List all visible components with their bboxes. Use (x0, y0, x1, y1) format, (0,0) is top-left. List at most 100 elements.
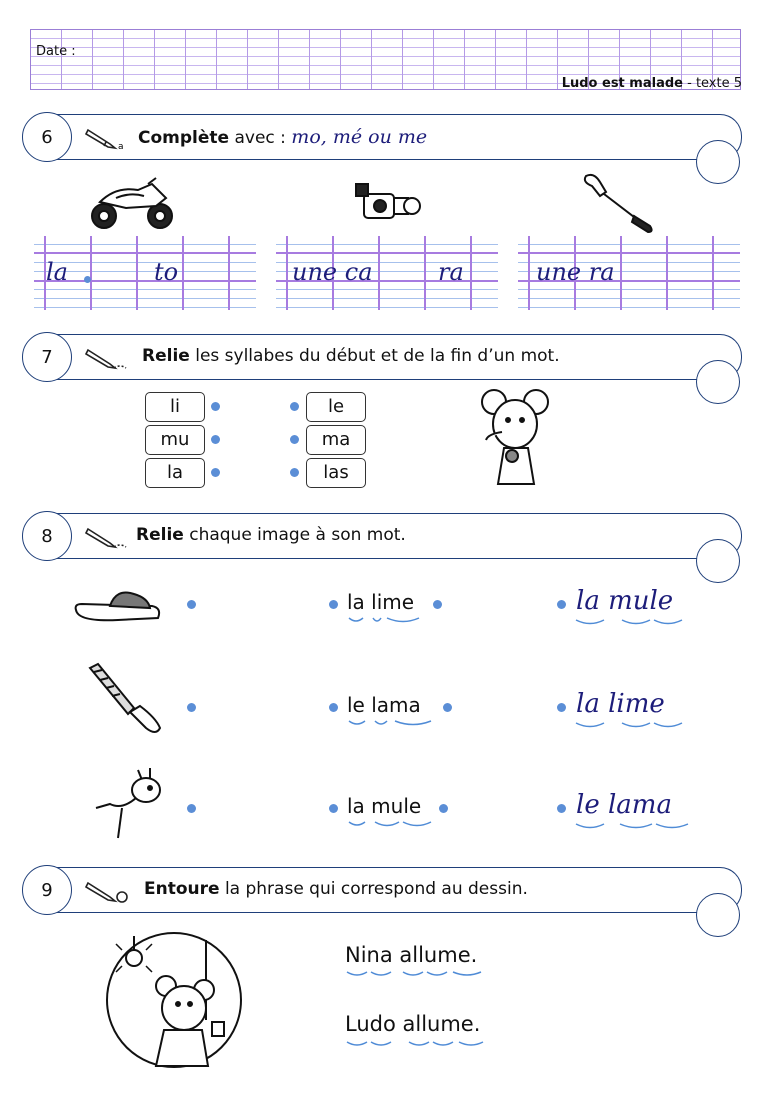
guide-line (136, 236, 138, 310)
mouse-lamp-picture (106, 932, 242, 1068)
syllable-box: li (145, 392, 205, 422)
link-dot[interactable] (439, 804, 448, 813)
slipper-icon (74, 591, 161, 622)
pencil-circle-icon (84, 881, 128, 903)
syllable-arcs (346, 971, 482, 976)
banner-bar (48, 334, 742, 380)
pencil-icon: a (84, 128, 124, 150)
word-start: la (46, 258, 68, 286)
link-dot[interactable] (557, 804, 566, 813)
syllable-box: la (145, 458, 205, 488)
guide-line (228, 236, 230, 310)
pencil-icon (84, 527, 127, 549)
instruction-rest: la phrase qui correspond au dessin. (219, 879, 528, 899)
banner-bar (48, 114, 742, 160)
word-start: une ra (536, 258, 615, 286)
link-dot[interactable] (211, 468, 220, 477)
exercise-instruction: Complète avec : mo, mé ou me (138, 126, 427, 148)
guide-line (276, 280, 498, 282)
date-label: Date : (36, 44, 76, 59)
guide-line (286, 236, 288, 310)
score-circle (696, 893, 740, 937)
guide-line (620, 236, 622, 310)
guide-line (574, 236, 576, 310)
syllable-arcs (346, 1041, 484, 1046)
syllable-box: las (306, 458, 366, 488)
guide-line (666, 236, 668, 310)
camera-icon (355, 183, 421, 219)
paddle-icon (583, 173, 653, 234)
instruction-verb: Complète (138, 128, 230, 148)
instruction-verb: Entoure (144, 879, 220, 899)
blank-dot (84, 276, 91, 283)
link-dot[interactable] (329, 600, 338, 609)
guide-line (276, 252, 498, 254)
instruction-rest: les syllabes du début et de la fin d’un … (189, 346, 560, 366)
guide-line (44, 236, 46, 310)
link-dot[interactable] (290, 402, 299, 411)
exercise-instruction: Relie les syllabes du début et de la fin… (142, 346, 560, 366)
sentence-option[interactable]: Ludo allume. (345, 1012, 481, 1036)
syllable-box: ma (306, 425, 366, 455)
banner-bar (48, 513, 742, 559)
link-dot[interactable] (290, 435, 299, 444)
writing-lines: une ca ra (276, 236, 498, 310)
guide-line (424, 236, 426, 310)
guide-line (182, 236, 184, 310)
link-dot[interactable] (211, 435, 220, 444)
syllable-choices: mo, mé ou me (291, 126, 428, 148)
story-sep: - (682, 76, 696, 91)
cursive-word: le lama (576, 790, 672, 820)
exercise-number: 8 (22, 511, 72, 561)
guide-line (712, 236, 714, 310)
instruction-rest: chaque image à son mot. (183, 525, 406, 545)
syllable-box: le (306, 392, 366, 422)
writing-lines: la to (34, 236, 256, 310)
syllable-arcs (575, 722, 683, 728)
exercise-8-banner: 8 Relie chaque image à son mot. (22, 511, 742, 583)
score-circle (696, 539, 740, 583)
guide-line (528, 236, 530, 310)
print-word: la lime (347, 590, 415, 614)
instruction-verb: Relie (142, 346, 190, 366)
motorcycle-icon (91, 177, 173, 229)
word-end: to (154, 258, 179, 286)
link-dot[interactable] (433, 600, 442, 609)
print-word: le lama (347, 693, 421, 717)
word-start: une ca (292, 258, 373, 286)
exercise-6-banner: 6 a Complète avec : mo, mé ou me (22, 112, 742, 184)
banner-bar (48, 867, 742, 913)
link-dot[interactable] (557, 600, 566, 609)
mouse-character-icon (481, 389, 549, 485)
link-dot[interactable] (211, 402, 220, 411)
cursive-word: la mule (576, 586, 674, 616)
link-dot[interactable] (557, 703, 566, 712)
story-part: texte 5 (695, 76, 742, 91)
svg-text:a: a (118, 142, 124, 150)
score-circle (696, 360, 740, 404)
link-dot[interactable] (290, 468, 299, 477)
guide-line (518, 252, 740, 254)
guide-line (90, 236, 92, 310)
instruction-verb: Relie (136, 525, 184, 545)
link-dot[interactable] (187, 703, 196, 712)
link-dot[interactable] (187, 804, 196, 813)
guide-line (470, 236, 472, 310)
guide-line (518, 280, 740, 282)
llama-icon (95, 768, 161, 839)
link-dot[interactable] (443, 703, 452, 712)
exercise-number: 7 (22, 332, 72, 382)
syllable-arcs (575, 823, 689, 829)
exercise-number: 6 (22, 112, 72, 162)
writing-lines: une ra (518, 236, 740, 310)
sentence-option[interactable]: Nina allume. (345, 943, 478, 967)
story-title: Ludo est malade (561, 76, 683, 91)
syllable-arcs (348, 617, 420, 623)
instruction-rest: avec : (229, 128, 292, 148)
syllable-arcs (348, 720, 432, 726)
header-grid (30, 29, 741, 90)
link-dot[interactable] (187, 600, 196, 609)
exercise-number: 9 (22, 865, 72, 915)
link-dot[interactable] (329, 703, 338, 712)
link-dot[interactable] (329, 804, 338, 813)
